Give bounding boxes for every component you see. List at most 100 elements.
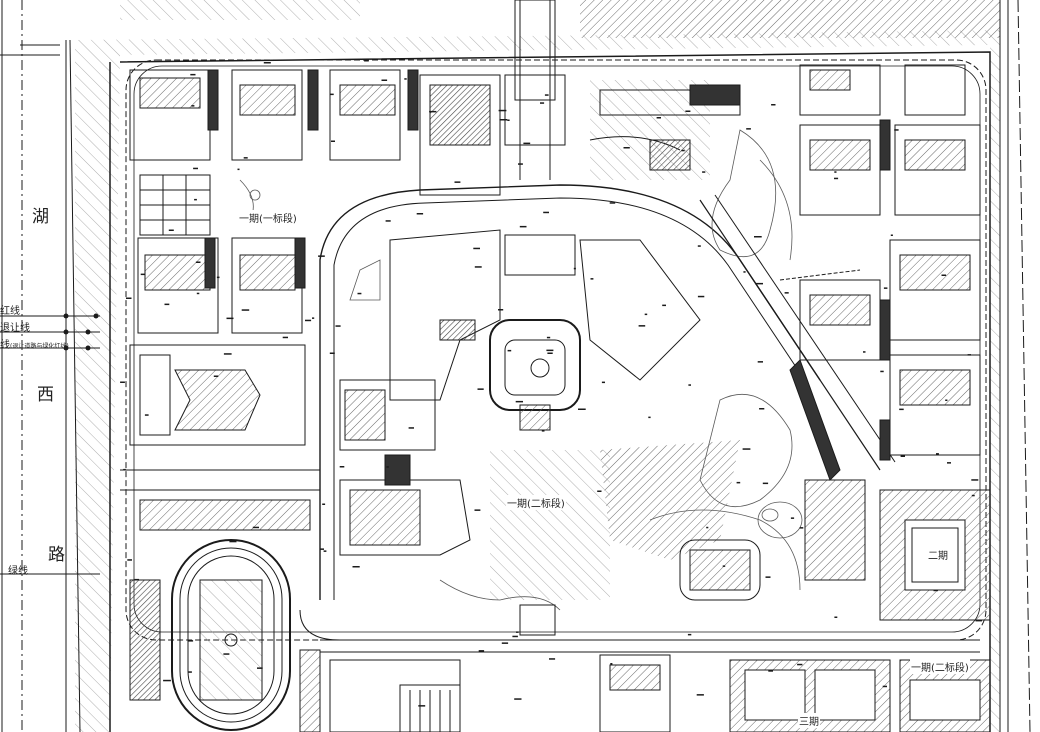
survey-tick [697,245,701,247]
survey-tick [257,667,263,669]
survey-tick [364,60,369,62]
survey-tick [322,503,326,505]
survey-tick [933,589,938,592]
survey-tick [429,110,437,113]
survey-tick [696,694,704,696]
survey-tick [736,481,741,484]
survey-tick [312,317,315,319]
road-name-char-2: 西 [37,385,54,405]
survey-tick [518,163,523,165]
survey-tick [416,213,424,215]
survey-tick [519,225,527,228]
survey-tick [120,381,125,383]
survey-tick [499,119,508,121]
survey-tick [882,685,887,688]
setback-note: (退让道路与绿化红线) [10,343,69,350]
survey-tick [601,381,605,384]
survey-tick [318,255,325,257]
survey-tick [507,349,512,352]
survey-tick [546,349,554,352]
survey-tick [512,635,518,638]
west-mid-buildings [129,237,311,531]
survey-tick [681,149,685,152]
survey-tick [971,479,979,481]
survey-tick [762,482,769,485]
survey-tick [164,303,170,306]
survey-tick [797,663,803,666]
survey-tick [799,527,804,529]
redline-markers [63,313,99,351]
survey-tick [144,414,149,416]
survey-tick [662,304,666,307]
survey-tick [163,679,171,682]
survey-tick [126,297,132,299]
setback-line-label: 退让线 [0,323,30,334]
survey-tick [507,119,510,121]
survey-tick [335,325,341,327]
survey-tick [755,282,763,285]
survey-tick [687,633,692,636]
survey-tick [134,578,139,581]
survey-tick [305,319,312,322]
survey-tick [515,400,523,403]
survey-tick [193,167,198,170]
survey-tick [784,292,789,294]
road-name-char-1: 湖 [32,207,49,227]
survey-tick [941,274,947,276]
survey-tick [226,317,234,320]
survey-tick [771,104,776,106]
survey-tick [243,157,248,159]
survey-tick [223,653,230,655]
survey-tick [765,576,771,578]
survey-tick [834,171,837,173]
survey-tick [746,128,751,130]
survey-tick [644,313,648,316]
survey-tick [697,295,705,298]
survey-tick [514,698,522,700]
ne-stairs-walkway [589,84,741,171]
survey-tick [381,79,388,81]
central-buildings [339,229,701,556]
survey-tick [790,517,795,519]
survey-tick [880,370,884,373]
survey-tick [190,73,196,76]
survey-tick [656,117,661,119]
survey-tick [688,384,691,386]
south-buildings [329,539,761,732]
survey-tick [900,455,905,457]
green-line-label: 绿线 [8,566,28,577]
survey-tick [742,448,751,450]
north-gate [419,0,566,196]
diagonal-road [699,194,896,471]
survey-tick [195,261,201,263]
survey-tick [123,468,126,471]
survey-tick [263,62,271,64]
survey-tick [474,509,481,511]
survey-tick [386,466,389,468]
survey-tick [188,671,192,673]
survey-tick [498,109,507,112]
phase-1-section-2-right-label: 一期(二标段) [910,659,970,674]
survey-tick [610,663,613,665]
survey-tick [523,142,531,145]
survey-tick [754,236,762,238]
survey-tick [540,102,545,104]
survey-tick [543,211,549,214]
west-road-lines [0,0,100,732]
survey-tick [229,540,237,543]
survey-tick [187,640,194,642]
se-sports-courts [729,489,991,732]
survey-tick [722,565,726,567]
survey-tick [834,616,838,618]
survey-tick [191,105,195,107]
survey-tick [216,276,220,279]
survey-tick [945,399,948,401]
survey-tick [623,147,630,149]
boundary-hatch [75,0,1000,732]
survey-tick [329,93,334,96]
survey-tick [213,375,219,377]
survey-tick [549,658,556,660]
survey-tick [194,198,197,201]
third-line-label: 线(退让道路与绿化红线) [0,340,69,351]
